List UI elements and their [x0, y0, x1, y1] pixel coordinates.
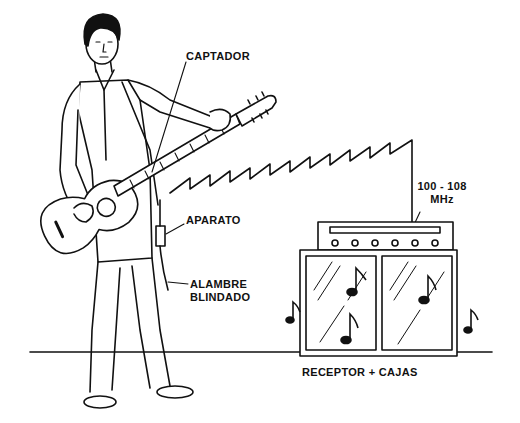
transmitter-device — [156, 226, 165, 246]
leader-line — [166, 224, 184, 234]
face — [96, 42, 112, 57]
speaker-cabinet — [300, 250, 457, 356]
shoe — [84, 396, 116, 408]
arm — [76, 110, 90, 200]
part-label: APARATO — [186, 214, 266, 227]
part-label: CAPTADOR — [186, 50, 276, 63]
hair — [84, 14, 120, 46]
headstock — [236, 96, 276, 126]
collar — [96, 70, 114, 90]
placket — [104, 90, 106, 160]
radio-wave — [170, 140, 412, 222]
speaker-grille — [306, 256, 376, 350]
tuning-dial — [330, 227, 440, 233]
legs — [90, 258, 170, 392]
receiver — [318, 222, 453, 250]
leader-line — [152, 62, 186, 172]
receiver-knobs — [332, 240, 438, 246]
part-label: RECEPTOR + CAJAS — [302, 366, 462, 379]
part-label: ALAMBRE BLINDADO — [190, 278, 264, 304]
hand — [74, 203, 93, 222]
part-label: 100 - 108 MHz — [410, 180, 474, 206]
leader-line — [168, 282, 188, 284]
shielded-wire — [160, 246, 168, 290]
speaker-grille — [382, 256, 452, 350]
tuners — [248, 92, 268, 122]
arm — [140, 100, 210, 128]
pickup-wire — [159, 200, 161, 226]
music-notes — [286, 268, 478, 344]
shoe — [157, 386, 193, 398]
arm — [128, 80, 215, 118]
grille-hatch — [314, 262, 444, 344]
hand — [210, 109, 230, 130]
